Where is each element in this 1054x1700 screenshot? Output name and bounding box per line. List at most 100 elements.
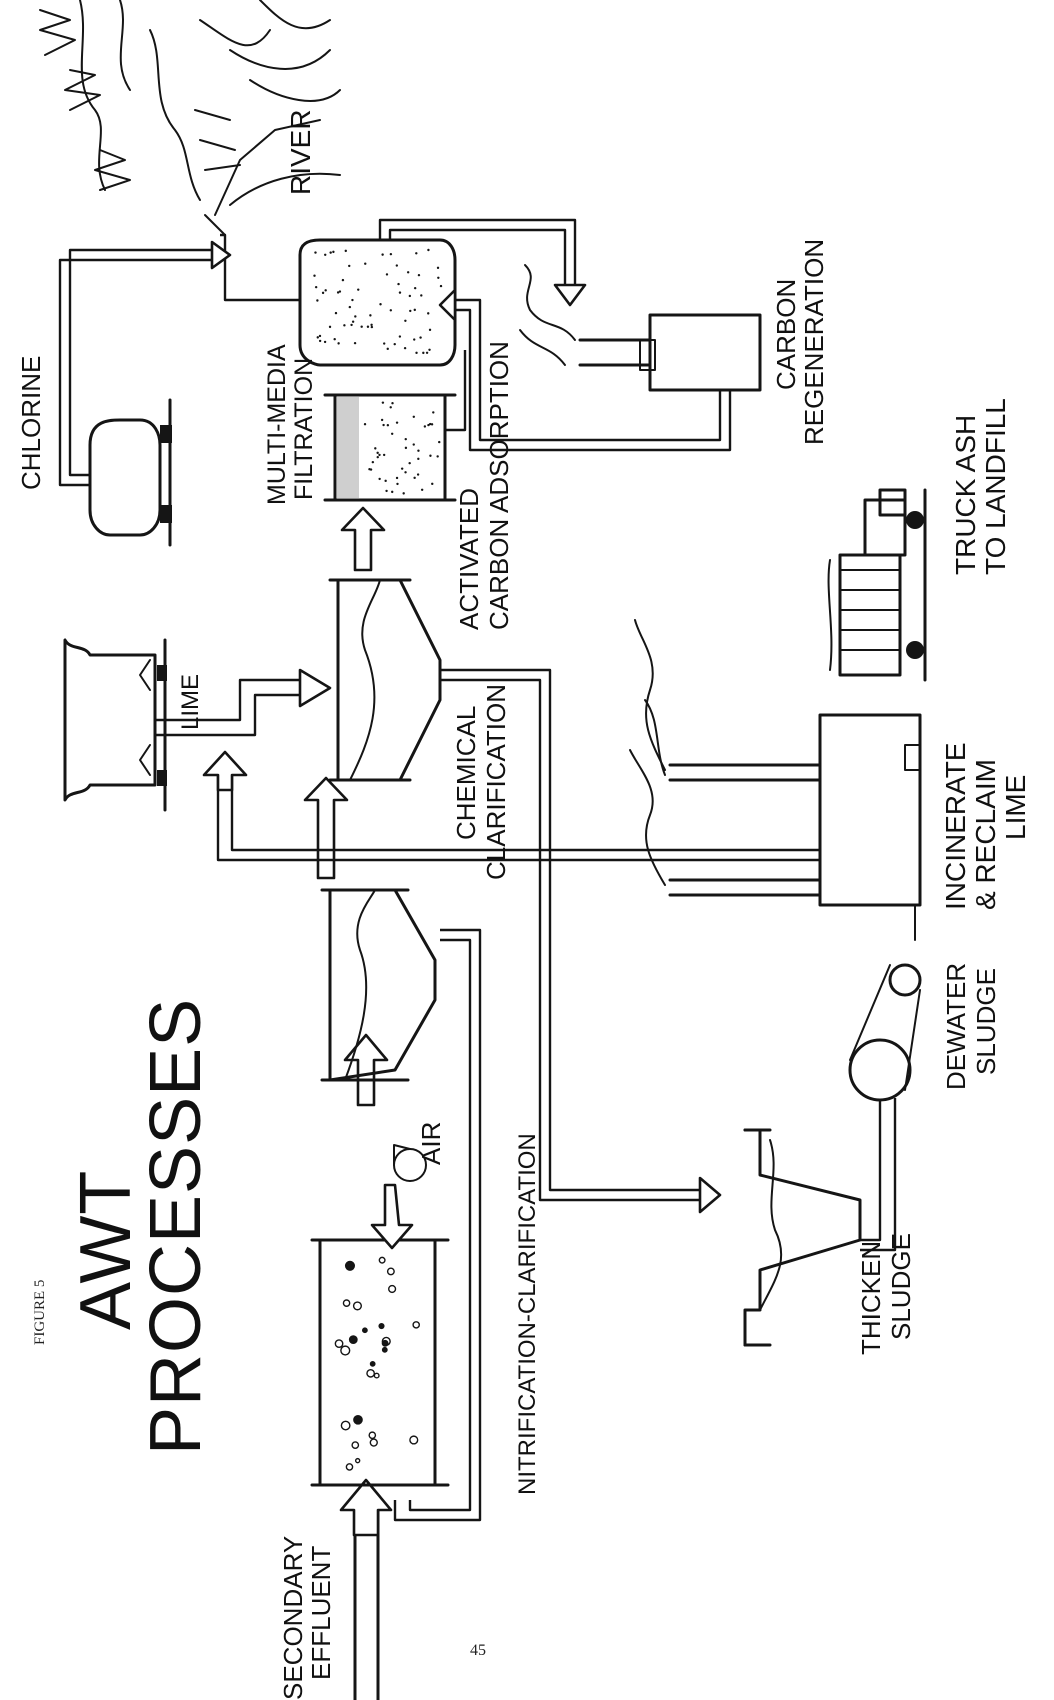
- carbon-speck: [415, 252, 418, 255]
- lime-feed-pipe: [155, 678, 315, 722]
- page-number: 45: [470, 1642, 486, 1659]
- filter-speck: [378, 453, 381, 457]
- filter-speck: [390, 432, 394, 435]
- carbon-specks: [313, 248, 443, 355]
- filter-speck: [374, 447, 377, 450]
- multi-media-filtration-label: MULTI-MEDIA FILTRATION: [263, 344, 318, 505]
- carbon-speck: [419, 336, 422, 339]
- carbon-speck: [324, 253, 327, 257]
- carbon-speck: [404, 319, 407, 322]
- bubble: [354, 1457, 361, 1464]
- river-illustration: [39, 0, 341, 236]
- carbon-speck: [427, 312, 430, 315]
- bubble: [348, 1335, 358, 1345]
- nitrification-clarification-label: NITRIFICATION-CLARIFICATION: [514, 1133, 541, 1495]
- incinerate-line-1: INCINERATE: [940, 743, 971, 911]
- filter-speck: [391, 490, 394, 494]
- effluent-inflow: [339, 1478, 393, 1700]
- bubble: [340, 1420, 351, 1431]
- secondary-effluent-line-2: EFFLUENT: [306, 1546, 336, 1680]
- filter-speck: [413, 476, 416, 480]
- filter-speck: [386, 424, 390, 427]
- carbon-speck: [318, 339, 322, 343]
- carbon-regeneration-label: CARBON REGENERATION: [771, 239, 829, 445]
- bubble: [366, 1368, 376, 1378]
- bubble: [351, 1441, 360, 1449]
- multi-media-filter: [323, 393, 457, 502]
- carbon-speck: [439, 284, 443, 288]
- incinerator: [629, 619, 922, 907]
- filter-speck: [368, 468, 371, 471]
- multi-media-filtration-line-1: MULTI-MEDIA: [263, 344, 291, 505]
- carbon-speck: [318, 334, 322, 338]
- carbon-speck: [425, 351, 429, 354]
- lime-silo: [63, 638, 167, 812]
- filter-speck: [432, 411, 435, 414]
- river-label: RIVER: [285, 109, 316, 195]
- carbon-speck: [324, 289, 327, 292]
- filter-speck: [376, 455, 379, 459]
- filter-speck: [428, 422, 432, 426]
- bubble: [369, 1438, 378, 1447]
- filter-speck: [430, 423, 434, 426]
- chlorine-label: CHLORINE: [16, 356, 46, 490]
- lime-return-pipe: [216, 760, 820, 862]
- carbon-speck: [351, 298, 354, 302]
- filter-speck: [412, 443, 415, 446]
- chemical-clarification-label: CHEMICAL CLARIFICATION: [451, 684, 511, 880]
- bubble: [342, 1299, 351, 1307]
- multi-media-filtration-line-2: FILTRATION: [290, 358, 318, 500]
- filter-speck: [412, 415, 416, 418]
- filter-speck: [423, 425, 427, 428]
- thicken-sludge-label: THICKEN SLUDGE: [856, 1233, 916, 1355]
- carbon-speck: [385, 273, 389, 276]
- carbon-speck: [428, 348, 431, 351]
- carbon-speck: [366, 325, 370, 328]
- regenerated-carbon-pipe: [455, 298, 722, 442]
- carbon-speck: [415, 351, 418, 355]
- flow-arrow-1: [343, 1033, 389, 1107]
- carbon-speck: [417, 273, 421, 277]
- carbon-speck: [370, 325, 374, 329]
- chlorine-tank: [88, 398, 172, 547]
- bubble: [378, 1256, 386, 1264]
- carbon-speck: [398, 291, 402, 294]
- filter-speck: [382, 453, 386, 457]
- filter-speck: [431, 482, 434, 486]
- carbon-speck: [413, 338, 416, 341]
- filter-speck: [402, 492, 405, 495]
- carbon-regeneration-line-2: REGENERATION: [799, 239, 829, 445]
- carbon-speck: [313, 274, 316, 277]
- carbon-adsorption-column: [298, 238, 457, 367]
- carbon-speck: [338, 290, 342, 293]
- figure-label: FIGURE 5: [32, 1280, 48, 1345]
- bubble: [340, 1345, 351, 1356]
- nitrification-tank: [310, 1238, 450, 1487]
- filter-speck: [404, 437, 407, 441]
- carbon-speck: [436, 266, 440, 270]
- filter-speck: [436, 455, 439, 458]
- carbon-speck: [428, 328, 432, 332]
- filter-speck: [427, 423, 430, 427]
- carbon-speck: [316, 299, 319, 302]
- bubble: [373, 1372, 380, 1379]
- bubble: [386, 1267, 395, 1276]
- carbon-speck: [328, 325, 332, 329]
- filter-speck: [382, 423, 385, 427]
- secondary-effluent-line-1: SECONDARY: [278, 1536, 308, 1700]
- carbon-speck: [343, 324, 346, 327]
- filter-speck: [420, 488, 424, 492]
- filter-speck: [384, 479, 387, 483]
- carbon-regeneration-line-1: CARBON: [771, 279, 801, 390]
- bubble: [409, 1435, 419, 1445]
- carbon-speck: [413, 286, 417, 290]
- ash-truck: [827, 488, 927, 682]
- filter-speck: [438, 440, 441, 444]
- bubble: [381, 1346, 388, 1353]
- dewater-sludge-label: DEWATER SLUDGE: [941, 963, 1001, 1090]
- thicken-sludge-line-2: SLUDGE: [886, 1233, 916, 1340]
- carbon-speck: [393, 342, 396, 346]
- filter-speck: [385, 489, 388, 493]
- bubble: [334, 1339, 344, 1349]
